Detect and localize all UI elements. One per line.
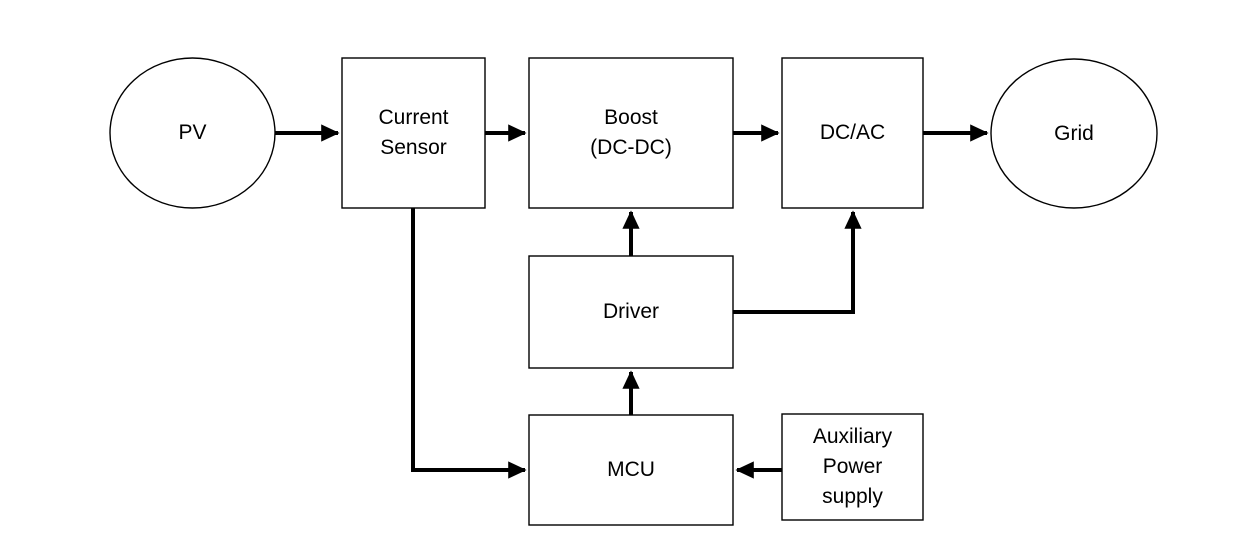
node-shape-boost[interactable]: [528, 57, 734, 209]
node-shape-driver[interactable]: [528, 255, 734, 369]
node-shape-aux-power[interactable]: [781, 413, 924, 521]
node-shape-dc-ac[interactable]: [781, 57, 924, 209]
node-shape-grid[interactable]: [990, 58, 1158, 209]
connector-driver-to-dc-ac: [733, 210, 862, 314]
node-shape-pv[interactable]: [109, 57, 276, 209]
connector-layer: [272, 124, 989, 479]
node-shape-layer: [109, 57, 1158, 526]
node-shape-current-sensor[interactable]: [341, 57, 486, 209]
node-shape-mcu[interactable]: [528, 414, 734, 526]
connector-current-sensor-to-mcu: [411, 208, 527, 479]
